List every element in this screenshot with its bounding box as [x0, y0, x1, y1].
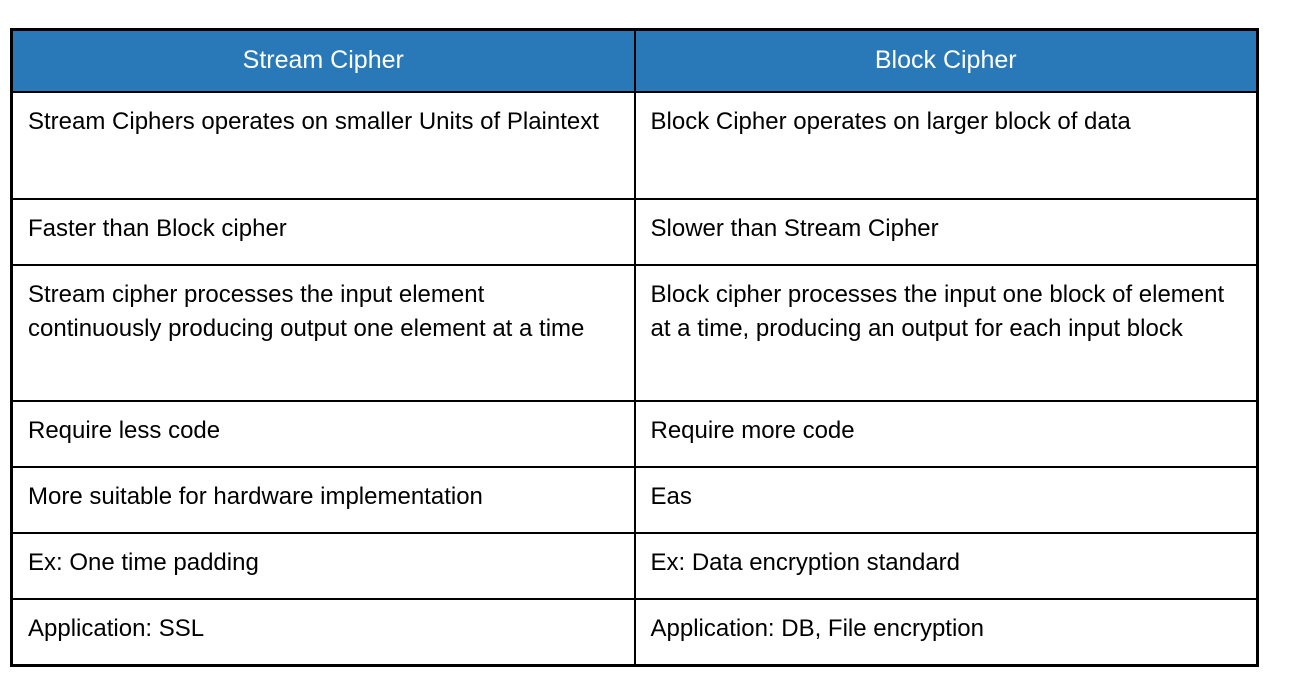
cell-stream-speed: Faster than Block cipher [10, 197, 636, 266]
table-row: Require less code Require more code [10, 399, 1259, 468]
cell-block-speed: Slower than Stream Cipher [633, 197, 1259, 266]
cell-block-hardware: Eas [633, 465, 1259, 534]
header-row: Stream Cipher Block Cipher [10, 28, 1259, 93]
cell-stream-application: Application: SSL [10, 597, 636, 666]
column-header-block-cipher: Block Cipher [633, 28, 1259, 93]
table-row: Ex: One time padding Ex: Data encryption… [10, 531, 1259, 600]
cell-block-application: Application: DB, File encryption [633, 597, 1259, 666]
cell-block-processing: Block cipher processes the input one blo… [633, 263, 1259, 402]
cell-stream-processing: Stream cipher processes the input elemen… [10, 263, 636, 402]
cipher-comparison-table: Stream Cipher Block Cipher Stream Cipher… [10, 28, 1259, 667]
cell-block-units: Block Cipher operates on larger block of… [633, 90, 1259, 200]
table-row: More suitable for hardware implementatio… [10, 465, 1259, 534]
column-header-stream-cipher: Stream Cipher [10, 28, 636, 93]
cell-block-example: Ex: Data encryption standard [633, 531, 1259, 600]
cell-stream-code: Require less code [10, 399, 636, 468]
table-row: Application: SSL Application: DB, File e… [10, 597, 1259, 666]
cell-stream-example: Ex: One time padding [10, 531, 636, 600]
table-row: Faster than Block cipher Slower than Str… [10, 197, 1259, 266]
table-row: Stream Ciphers operates on smaller Units… [10, 90, 1259, 200]
cell-stream-hardware: More suitable for hardware implementatio… [10, 465, 636, 534]
table-row: Stream cipher processes the input elemen… [10, 263, 1259, 402]
cell-block-code: Require more code [633, 399, 1259, 468]
cell-stream-units: Stream Ciphers operates on smaller Units… [10, 90, 636, 200]
